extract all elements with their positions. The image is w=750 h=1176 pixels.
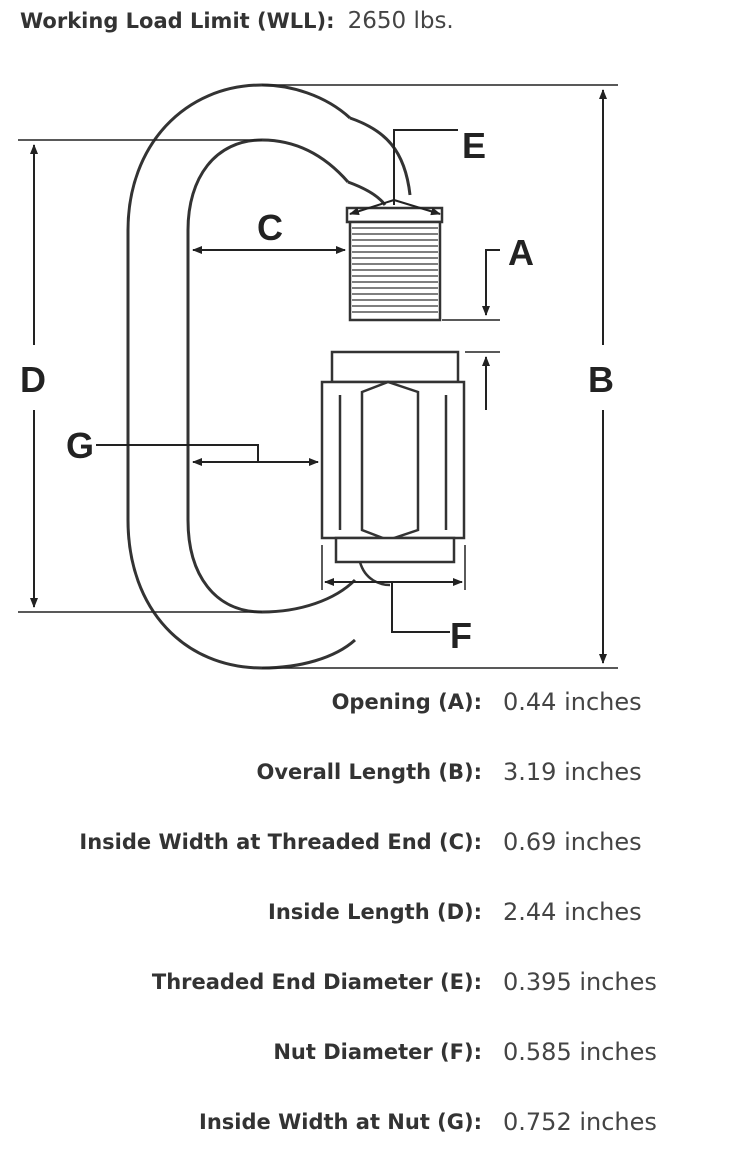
spec-value: 0.69 inches [503,828,642,856]
spec-label: Threaded End Diameter (E): [151,970,482,994]
spec-row-nut-diameter: Nut Diameter (F): 0.585 inches [0,1036,750,1076]
spec-row-overall-length: Overall Length (B): 3.19 inches [0,756,750,796]
spec-label: Overall Length (B): [256,760,482,784]
label-b: B [588,359,614,400]
quick-link-diagram: A B C D E F G [18,83,618,670]
label-a: A [508,232,534,273]
dimension-lines [18,84,618,669]
spec-row-inside-length: Inside Length (D): 2.44 inches [0,896,750,936]
wll-value: 2650 lbs. [347,8,454,34]
label-c: C [257,207,283,248]
threaded-end [345,206,444,322]
spec-label: Nut Diameter (F): [273,1040,482,1064]
nut [320,350,466,587]
spec-row-opening: Opening (A): 0.44 inches [0,686,750,726]
label-f: F [450,615,472,656]
spec-row-inside-width-threaded: Inside Width at Threaded End (C): 0.69 i… [0,826,750,866]
label-d: D [20,359,46,400]
label-e: E [462,125,486,166]
spec-value: 0.752 inches [503,1108,657,1136]
spec-value: 2.44 inches [503,898,642,926]
threads [352,227,438,313]
wll-label: Working Load Limit (WLL): [20,9,335,33]
label-g: G [66,425,94,466]
spec-value: 3.19 inches [503,758,642,786]
spec-label: Inside Width at Threaded End (C): [79,830,482,854]
spec-label: Inside Length (D): [268,900,482,924]
spec-row-threaded-end-diameter: Threaded End Diameter (E): 0.395 inches [0,966,750,1006]
spec-value: 0.44 inches [503,688,642,716]
wll-line: Working Load Limit (WLL): 2650 lbs. [20,8,454,34]
spec-value: 0.395 inches [503,968,657,996]
spec-label: Opening (A): [331,690,482,714]
spec-label: Inside Width at Nut (G): [199,1110,482,1134]
spec-value: 0.585 inches [503,1038,657,1066]
spec-row-inside-width-nut: Inside Width at Nut (G): 0.752 inches [0,1106,750,1146]
dimension-labels: A B C D E F G [20,125,614,656]
